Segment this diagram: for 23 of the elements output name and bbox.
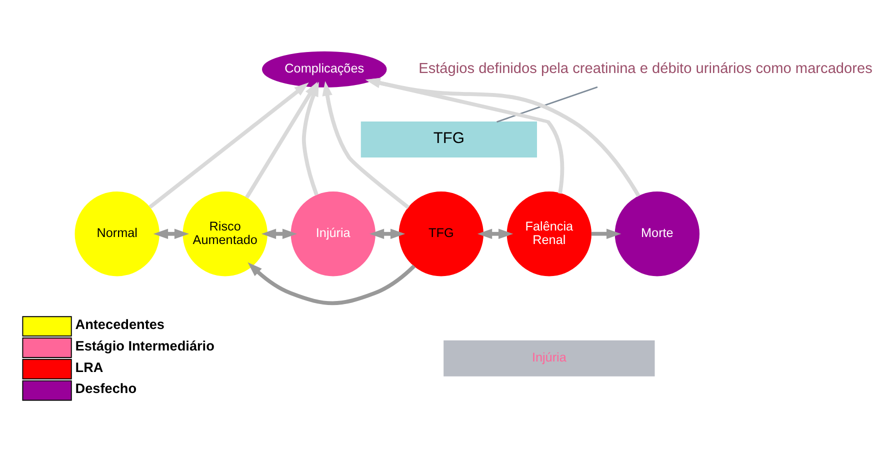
node-box: Injúria — [444, 340, 655, 376]
arrow — [322, 81, 410, 210]
arrow — [591, 228, 622, 239]
node-box: TFG — [360, 121, 537, 158]
arrow — [248, 262, 416, 306]
legend-label: Antecedentes — [75, 316, 165, 332]
connector — [496, 86, 598, 123]
node-circle: Falência Renal — [506, 192, 592, 276]
node-circle: TFG — [398, 192, 484, 276]
arrow — [369, 228, 406, 239]
arrow — [148, 82, 309, 209]
arrow — [153, 228, 190, 239]
node-text: Estágios definidos pela creatinina e débito urinários como marcadores — [418, 60, 872, 77]
legend-label: Estágio Intermediário — [75, 338, 214, 354]
arrow — [261, 228, 298, 239]
arrow — [366, 78, 640, 197]
arrow — [365, 78, 564, 194]
node-circle: Morte — [614, 192, 700, 276]
node-circle: Normal — [74, 192, 160, 276]
node-circle: Injúria — [290, 192, 376, 276]
arrow — [477, 228, 514, 239]
legend-label: Desfecho — [75, 381, 137, 396]
legend-label: LRA — [75, 360, 104, 375]
